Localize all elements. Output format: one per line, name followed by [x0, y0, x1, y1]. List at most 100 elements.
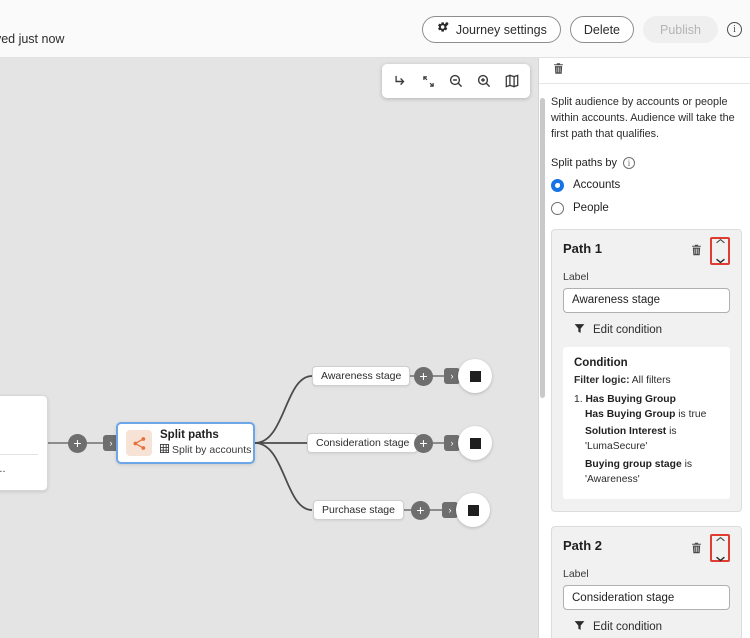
delete-button[interactable]: Delete [569, 16, 634, 43]
chevron-down-icon[interactable] [715, 549, 726, 567]
chevron-down-icon[interactable] [715, 251, 726, 269]
rule-value: 'Awareness' [585, 474, 640, 486]
rule-op: is [678, 408, 686, 420]
path-card-2-header: Path 2 [563, 534, 730, 563]
panel-scrollbar[interactable] [540, 98, 545, 398]
journey-settings-button[interactable]: Journey settings [421, 16, 561, 43]
filter-icon [573, 619, 586, 635]
path-2-edit-condition[interactable]: Edit condition [573, 619, 730, 635]
trash-icon[interactable] [690, 541, 703, 560]
rule-op: is [684, 459, 692, 471]
expand-chevron-branch-1[interactable]: › [444, 368, 460, 384]
previous-node-sub1: ent [0, 433, 38, 445]
split-paths-by-label: Split paths by [551, 156, 618, 169]
rule-field: Solution Interest [585, 426, 667, 438]
path-1-condition-item-name: Has Buying Group [585, 393, 676, 405]
chevron-up-icon[interactable] [715, 530, 726, 548]
undo-redo-icon[interactable] [387, 68, 413, 94]
minimap-icon[interactable] [499, 68, 525, 94]
expand-chevron-branch-3[interactable]: › [442, 502, 458, 518]
filter-icon [573, 322, 586, 338]
split-paths-node[interactable]: Split paths Split by accounts [116, 422, 255, 464]
stop-square-icon [469, 370, 481, 382]
panel-header [539, 58, 750, 84]
path-1-filter-logic-label: Filter logic: [574, 374, 630, 386]
zoom-out-icon[interactable] [443, 68, 469, 94]
rule-op: is [669, 426, 677, 438]
path-1-rule-2: Solution Interest is 'LumaSecure' [585, 425, 719, 455]
path-2-edit-condition-label: Edit condition [593, 621, 663, 634]
publish-button[interactable]: Publish [643, 16, 718, 43]
split-node-title: Split paths [160, 429, 219, 442]
path-2-title: Path 2 [563, 538, 603, 554]
path-1-actions [690, 236, 730, 265]
radio-people-label: People [573, 202, 609, 215]
path-card-2: Path 2 Label [551, 526, 742, 638]
trash-icon[interactable] [690, 243, 703, 262]
path-1-condition-list: 1. Has Buying Group Has Buying Group is … [574, 394, 719, 489]
path-2-actions [690, 534, 730, 563]
add-step-button-branch-1[interactable]: + [414, 367, 433, 386]
top-bar: aved just now Journey settings Delete Pu… [0, 0, 750, 58]
path-1-condition-item-num: 1. [574, 393, 583, 405]
rule-field: Buying group stage [585, 459, 682, 471]
add-step-button-before-split[interactable]: + [68, 434, 87, 453]
radio-option-people[interactable]: People [551, 201, 738, 215]
trash-icon[interactable] [552, 62, 565, 80]
path-2-label-caption: Label [563, 568, 589, 581]
path-card-1-header: Path 1 [563, 236, 730, 265]
grid-icon [160, 443, 169, 458]
expand-chevron-before-split[interactable]: › [103, 435, 119, 451]
path-1-rule-3: Buying group stage is 'Awareness' [585, 458, 719, 488]
path-1-condition-title: Condition [574, 356, 628, 369]
panel-description: Split audience by accounts or people wit… [551, 96, 735, 141]
end-node-branch-2[interactable] [458, 426, 492, 460]
path-card-1: Path 1 Label [551, 228, 742, 513]
fit-to-screen-icon[interactable] [415, 68, 441, 94]
previous-node-sub2: umaSec... [0, 463, 6, 475]
path-1-filter-logic: Filter logic: All filters [574, 375, 719, 386]
journey-settings-label: Journey settings [455, 22, 547, 37]
end-node-branch-1[interactable] [458, 359, 492, 393]
path-2-reorder-control[interactable] [710, 534, 730, 563]
split-node-subtitle-row: Split by accounts [160, 443, 252, 458]
zoom-in-icon[interactable] [471, 68, 497, 94]
journey-canvas[interactable]: ring ent umaSec... + › Split paths [0, 58, 538, 638]
branch-label-consideration[interactable]: Consideration stage [307, 433, 419, 453]
divider [0, 454, 38, 455]
panel-body: Split audience by accounts or people wit… [539, 84, 750, 215]
expand-chevron-branch-2[interactable]: › [444, 435, 460, 451]
path-1-label-caption: Label [563, 270, 589, 283]
stop-square-icon [467, 504, 479, 516]
add-step-button-branch-2[interactable]: + [414, 434, 433, 453]
share-split-icon [126, 430, 152, 456]
path-1-condition-box: Condition Filter logic: All filters 1. H… [563, 346, 730, 500]
path-1-filter-logic-value: All filters [631, 374, 671, 386]
publish-label: Publish [660, 22, 701, 37]
add-step-button-branch-3[interactable]: + [411, 501, 430, 520]
previous-node-partial[interactable]: ring ent umaSec... [0, 395, 48, 491]
path-1-label-input[interactable] [563, 287, 730, 313]
split-node-subtitle: Split by accounts [172, 443, 252, 456]
chevron-up-icon[interactable] [715, 232, 726, 250]
split-paths-settings-panel: Split audience by accounts or people wit… [538, 58, 750, 638]
path-2-label-input[interactable] [563, 585, 730, 611]
branch-label-purchase[interactable]: Purchase stage [313, 500, 404, 520]
top-bar-actions: Journey settings Delete Publish i [421, 16, 742, 43]
split-paths-by-row: Split paths by i [551, 156, 738, 169]
delete-label: Delete [583, 22, 620, 37]
gear-icon [436, 21, 450, 38]
radio-option-accounts[interactable]: Accounts [551, 178, 738, 192]
path-1-condition-item-head: 1. Has Buying Group [574, 394, 719, 405]
path-1-edit-condition[interactable]: Edit condition [573, 322, 730, 338]
info-icon[interactable]: i [623, 156, 636, 169]
radio-people-indicator [551, 201, 564, 215]
path-1-edit-condition-label: Edit condition [593, 323, 663, 336]
end-node-branch-3[interactable] [456, 493, 490, 527]
path-1-reorder-control[interactable] [710, 236, 730, 265]
radio-accounts-label: Accounts [573, 179, 621, 192]
info-icon[interactable]: i [727, 22, 742, 37]
rule-value: true [688, 408, 707, 420]
branch-label-awareness[interactable]: Awareness stage [312, 366, 411, 386]
